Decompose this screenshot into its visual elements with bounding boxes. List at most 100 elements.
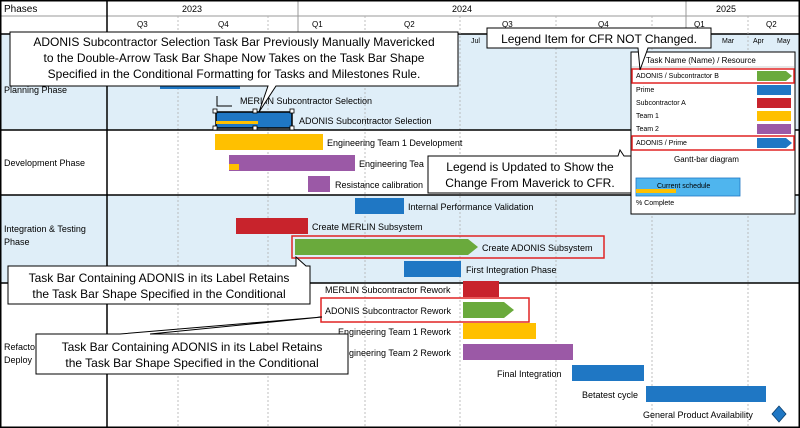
- selection-handle[interactable]: [289, 108, 295, 114]
- quarter-label: Q3: [137, 20, 148, 29]
- callout-retains-1-line: Task Bar Containing ADONIS in its Label …: [29, 271, 290, 285]
- selection-handle[interactable]: [212, 108, 218, 114]
- legend-swatch: [757, 124, 791, 134]
- phase-label-integration-line2: Phase: [4, 237, 30, 247]
- task-bar-first-integration[interactable]: [404, 261, 461, 277]
- task-label: Engineering Team 2 Rework: [338, 348, 451, 358]
- callout-top: ADONIS Subcontractor Selection Task Bar …: [9, 31, 459, 113]
- year-label: 2025: [716, 4, 736, 14]
- quarter-label: Q4: [598, 20, 609, 29]
- quarter-label: Q1: [694, 20, 705, 29]
- legend-item-label: Team 2: [636, 126, 659, 133]
- month-label: May: [777, 38, 791, 45]
- quarter-label: Q2: [766, 20, 777, 29]
- legend-header: Task Name (Name) / Resource: [646, 56, 756, 65]
- callout-top-line: ADONIS Subcontractor Selection Task Bar …: [33, 35, 434, 49]
- selection-handle[interactable]: [289, 125, 295, 131]
- highlight-legend-adonis-prime: [631, 135, 795, 151]
- year-label: 2024: [452, 4, 472, 14]
- task-bar-adonis-rework[interactable]: [463, 302, 514, 318]
- quarter-label: Q4: [218, 20, 229, 29]
- legend-percent-complete-swatch: [636, 189, 676, 193]
- legend-item-label: ADONIS / Prime: [636, 140, 687, 147]
- task-bar-final-integration[interactable]: [572, 365, 644, 381]
- legend-swatch: [757, 85, 791, 95]
- task-label: General Product Availability: [643, 410, 753, 420]
- legend-current-schedule-label: Current schedule: [657, 183, 710, 190]
- task-bar-eng-team1-rework[interactable]: [463, 323, 536, 339]
- task-label: Create MERLIN Subsystem: [312, 222, 423, 232]
- task-bar-resistance-calibration[interactable]: [308, 176, 330, 192]
- phase-label-deploy: Deploy: [4, 355, 33, 365]
- task-label: Final Integration: [497, 369, 562, 379]
- highlight-boxes: [291, 68, 795, 323]
- phase-label-planning: Planning Phase: [4, 85, 67, 95]
- selection-handle[interactable]: [212, 125, 218, 131]
- callout-top-line: Specified in the Conditional Formatting …: [48, 67, 421, 81]
- legend-item-label: Team 1: [636, 113, 659, 120]
- callout-top-line: to the Double-Arrow Task Bar Shape Now T…: [44, 51, 425, 65]
- callout-legend-not-changed: Legend Item for CFR NOT Changed.: [486, 27, 712, 71]
- task-label: Create ADONIS Subsystem: [482, 243, 593, 253]
- legend-item-label: ADONIS / Subcontractor B: [636, 73, 719, 80]
- task-bar-create-adonis[interactable]: [295, 239, 478, 255]
- task-label: Internal Performance Validation: [408, 202, 533, 212]
- legend-item-label: Subcontractor A: [636, 100, 686, 107]
- legend-swatch: [757, 111, 791, 121]
- legend-panel: Task Name (Name) / Resource ADONIS / Sub…: [630, 51, 796, 215]
- task-bar-eng-team2-progress: [229, 164, 239, 170]
- month-label: Mar: [722, 38, 735, 45]
- task-bar-adonis-selection[interactable]: [215, 111, 293, 129]
- legend-swatch-arrow: [757, 138, 792, 148]
- callout-legend-updated-line: Change From Maverick to CFR.: [445, 176, 614, 190]
- legend-percent-complete-label: % Complete: [636, 200, 674, 207]
- task-label: Resistance calibration: [335, 180, 423, 190]
- month-label: Jul: [471, 38, 480, 45]
- milestone-diamond[interactable]: [771, 405, 787, 423]
- task-bar-eng-team2-dev[interactable]: [229, 155, 355, 171]
- task-label: MERLIN Subcontractor Selection: [240, 96, 372, 106]
- callout-retains-1: Task Bar Containing ADONIS in its Label …: [7, 255, 311, 305]
- task-label: MERLIN Subcontractor Rework: [325, 285, 451, 295]
- selection-handle[interactable]: [252, 108, 258, 114]
- callout-retains-2-line: Task Bar Containing ADONIS in its Label …: [62, 340, 323, 354]
- task-label: Engineering Team 1 Development: [327, 138, 463, 148]
- task-bar-adonis-selection-progress: [216, 121, 258, 124]
- task-label: Engineering Team 1 Rework: [338, 327, 451, 337]
- quarter-label: Q1: [312, 20, 323, 29]
- task-bar-eng-team1-dev[interactable]: [215, 134, 323, 150]
- task-bar-merlin-rework[interactable]: [463, 281, 499, 297]
- highlight-adonis-rework: [320, 297, 530, 323]
- highlight-legend-adonis-subb: [631, 68, 795, 84]
- highlight-create-adonis: [291, 235, 605, 259]
- callout-legend-updated-line: Legend is Updated to Show the: [446, 160, 614, 174]
- task-bar-betatest-cycle[interactable]: [646, 386, 766, 402]
- callout-legend-not-changed-line: Legend Item for CFR NOT Changed.: [501, 32, 697, 46]
- quarter-label: Q2: [404, 20, 415, 29]
- phase-label-integration: Integration & Testing: [4, 224, 86, 234]
- quarter-label: Q3: [502, 20, 513, 29]
- phase-label-development: Development Phase: [4, 158, 85, 168]
- task-label: First Integration Phase: [466, 265, 557, 275]
- legend-swatch: [757, 98, 791, 108]
- callout-retains-2: Task Bar Containing ADONIS in its Label …: [35, 316, 349, 375]
- merlin-selection-connector: [216, 96, 232, 107]
- task-label: Engineering Tea: [359, 159, 424, 169]
- legend-diagram-title: Gantt-bar diagram: [674, 155, 739, 164]
- task-bar-create-merlin[interactable]: [236, 218, 308, 234]
- callout-retains-1-line: the Task Bar Shape Specified in the Cond…: [32, 287, 285, 301]
- task-bar-partial-progress: [160, 86, 240, 89]
- year-label: 2023: [182, 4, 202, 14]
- phase-label-refactor: Refacto: [4, 342, 35, 352]
- task-label: ADONIS Subcontractor Selection: [299, 116, 432, 126]
- callout-legend-updated: Legend is Updated to Show the Change Fro…: [427, 148, 632, 194]
- selection-handle[interactable]: [252, 125, 258, 131]
- task-label: ADONIS Subcontractor Rework: [325, 306, 452, 316]
- task-bar-internal-performance-validation[interactable]: [355, 198, 404, 214]
- task-bar-eng-team2-rework[interactable]: [463, 344, 573, 360]
- task-label: Betatest cycle: [582, 390, 638, 400]
- month-label: Apr: [753, 38, 765, 45]
